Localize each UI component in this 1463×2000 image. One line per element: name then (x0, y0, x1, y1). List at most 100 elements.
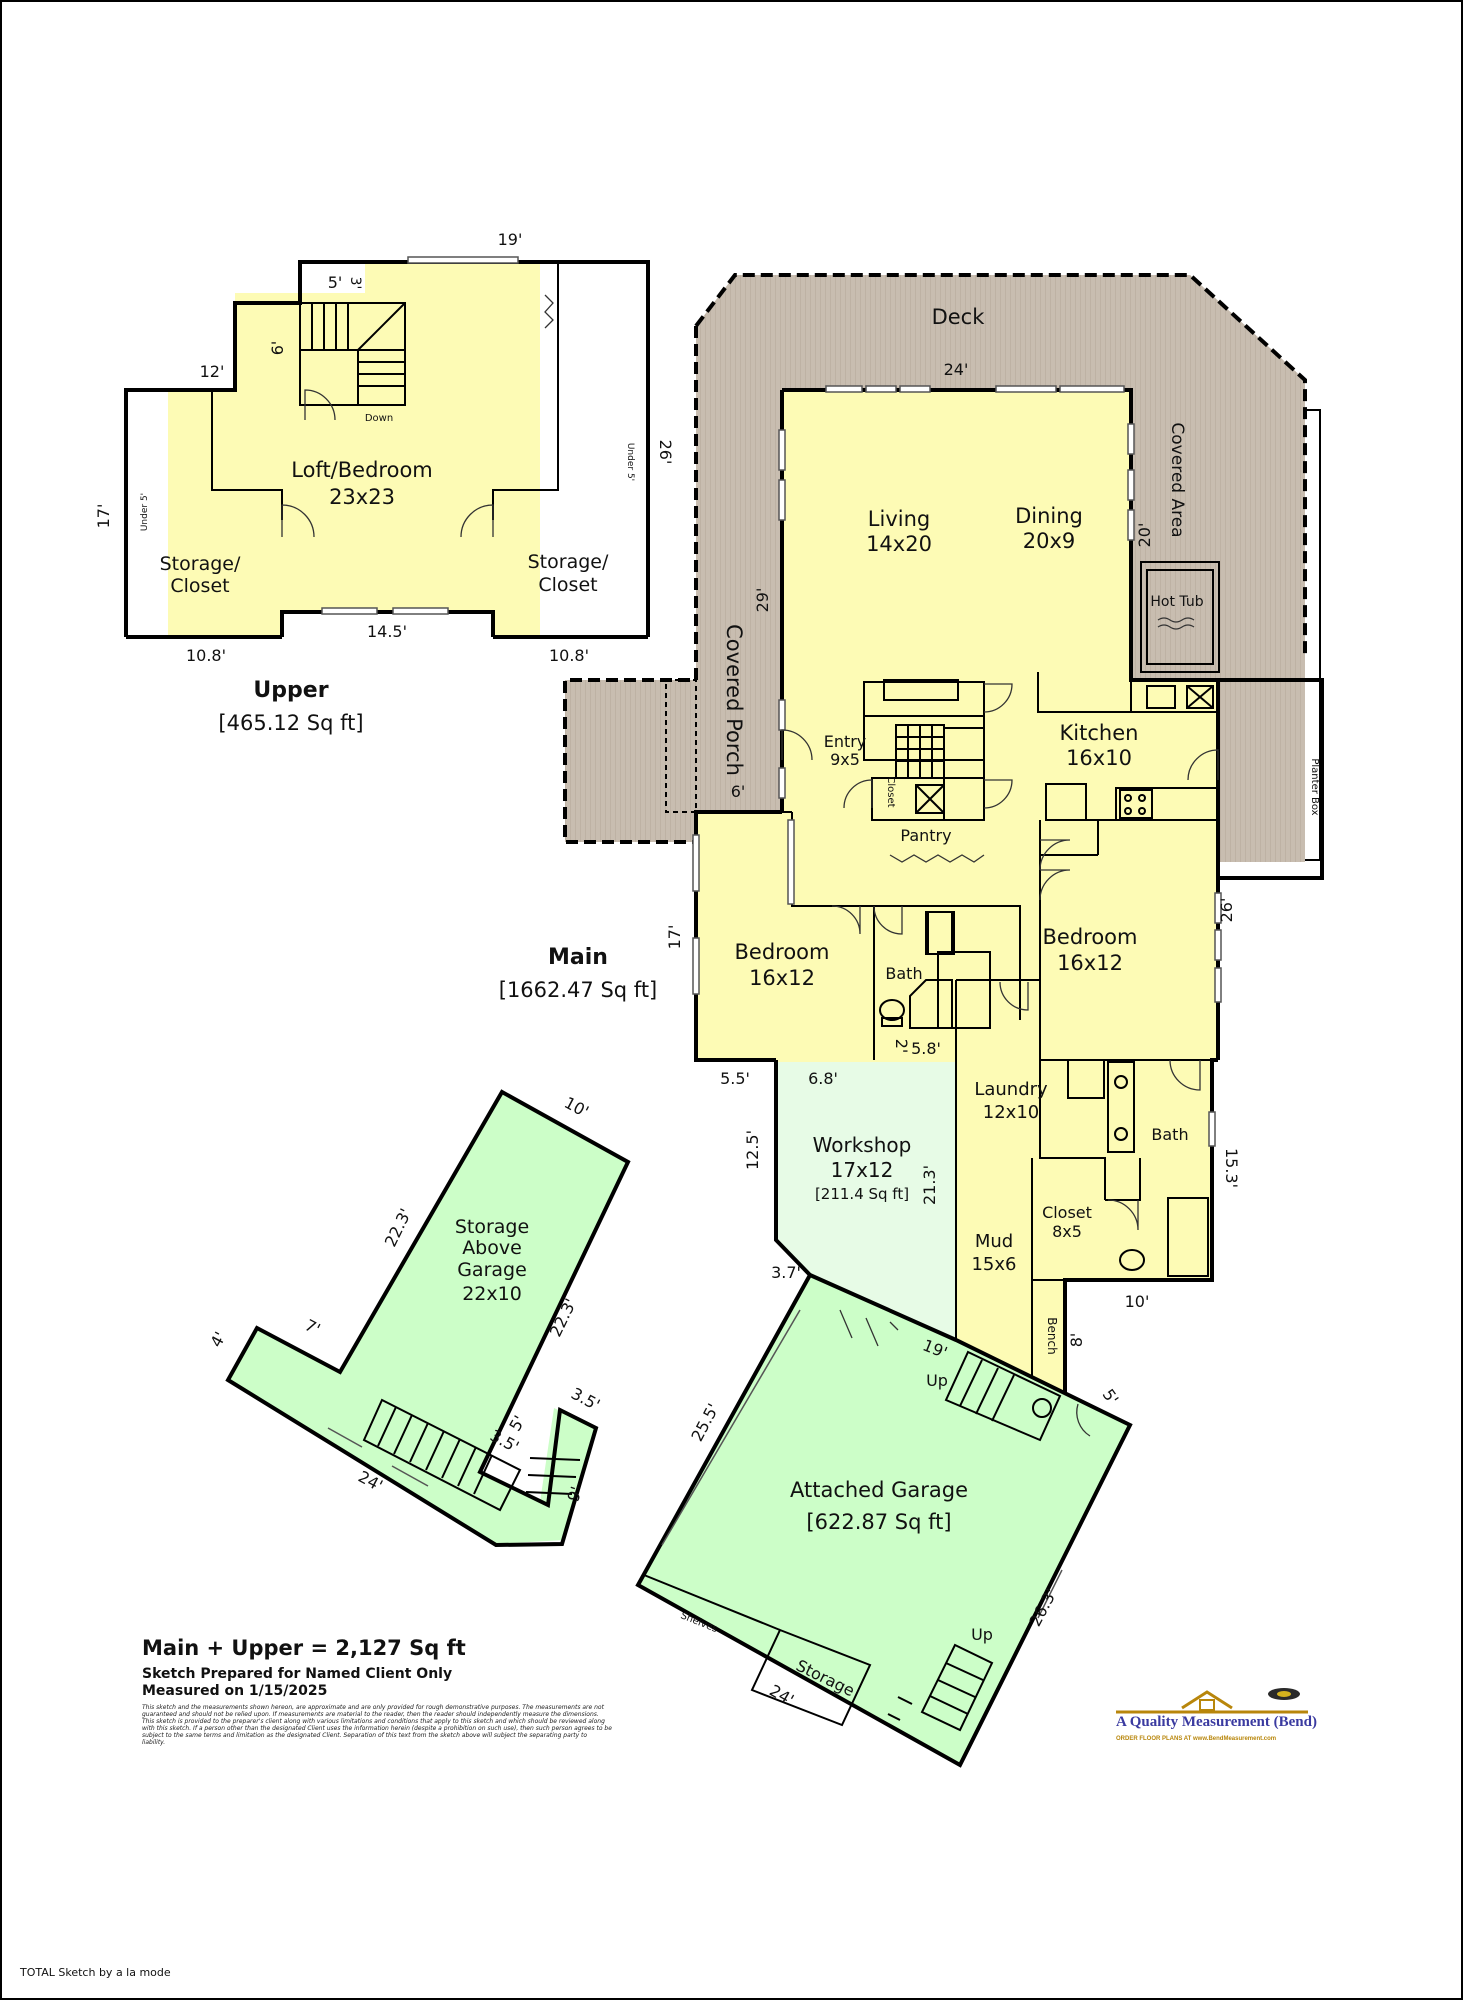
kitchen-name: Kitchen (1060, 721, 1139, 745)
covered-area-label: Covered Area (1167, 422, 1187, 537)
deck-area: Deck Covered Area Covered Porch Planter … (563, 273, 1324, 880)
dim-main-two: 2' (892, 1039, 911, 1054)
main-fill (696, 390, 1218, 1400)
main-title: Main (548, 945, 608, 970)
drain-icon (1032, 1398, 1052, 1418)
workshop-wall (774, 1060, 812, 1277)
living-size: 14x20 (866, 532, 932, 556)
sink-icon (925, 911, 955, 955)
footer-credit: TOTAL Sketch by a la mode (20, 1966, 171, 1979)
closet-small-label: Closet (885, 776, 896, 807)
dim-main-bath-side: 15.3' (1222, 1148, 1241, 1188)
main-area: [1662.47 Sq ft] (499, 978, 658, 1002)
upper-left-wall (124, 388, 212, 637)
garage-name: Attached Garage (790, 1478, 968, 1502)
dim-upper-stair-h: 6' (268, 341, 287, 356)
toilet-icon (1119, 1249, 1145, 1271)
door-swing-icon (1169, 1059, 1201, 1091)
storage-left-line1: Storage/ (160, 553, 241, 575)
storage-above-garage: Storage Above Garage 22x10 10' 22.3' 22.… (206, 1089, 631, 1548)
mud-name: Mud (975, 1231, 1013, 1252)
upper-window-bottom-b (392, 607, 449, 615)
workshop-name: Workshop (813, 1133, 912, 1157)
garage-stairs-top (944, 1350, 1062, 1442)
dim-main-living-h: 29' (753, 588, 772, 613)
bath-right-label: Bath (1151, 1125, 1188, 1144)
covered-porch-label: Covered Porch (722, 624, 746, 776)
bench-label: Bench (1045, 1317, 1059, 1354)
kitchen-size: 16x10 (1066, 746, 1132, 770)
storage-box (750, 1628, 872, 1727)
under-left-label: Under 5' (140, 493, 150, 531)
main-floor: Hot Tub (499, 360, 1241, 1400)
dim-workshop-left: 12.5' (743, 1130, 762, 1170)
garage-up-top: Up (926, 1371, 948, 1390)
storage-above-line2: Above (462, 1237, 522, 1259)
garage-up-bottom: Up (971, 1625, 993, 1644)
dim-main-closet-bottom: 10' (1125, 1292, 1150, 1311)
water-icon (1157, 617, 1195, 623)
vanity-icon (1107, 1061, 1135, 1153)
dim-main-right-h: 26' (1217, 898, 1236, 923)
dim-storage-top: 10' (561, 1093, 592, 1121)
main-stairs (883, 679, 984, 814)
storage-above-line1: Storage (455, 1216, 529, 1238)
attached-garage: Attached Garage [622.87 Sq ft] Up Up She… (635, 1272, 1133, 1768)
fridge-icon (1045, 783, 1087, 821)
stove-icon (1119, 789, 1153, 819)
porch-fill (565, 680, 696, 842)
workshop-size: 17x12 (831, 1158, 894, 1182)
house-logo-icon (1116, 1688, 1308, 1714)
garage-stairs-bottom (887, 1643, 994, 1732)
upper-window-bottom-a (321, 607, 378, 615)
under-right-label: Under 5' (625, 443, 635, 481)
total-area: Main + Upper = 2,127 Sq ft (142, 1636, 466, 1660)
logo-tagline: ORDER FLOOR PLANS AT www.BendMeasurement… (1116, 1736, 1277, 1742)
door-swing-icon (983, 779, 1013, 809)
bifold-door-icon (544, 294, 554, 329)
upper-area: [465.12 Sq ft] (218, 711, 363, 735)
garage-window (1037, 1569, 1063, 1619)
deck-outline (694, 273, 1307, 655)
dim-upper-left-side: 17' (94, 504, 113, 529)
dim-main-bedroom-h: 17' (665, 925, 684, 950)
door-swing-icon (999, 981, 1029, 1011)
dim-upper-top: 19' (498, 230, 523, 249)
loft-size: 23x23 (329, 485, 395, 509)
laundry-size: 12x10 (983, 1102, 1039, 1123)
dishwasher-icon (1186, 685, 1214, 709)
bedroom-right-size: 16x12 (1057, 951, 1123, 975)
dim-main-covered-w: 20' (1135, 523, 1154, 548)
garage-area: [622.87 Sq ft] (806, 1510, 951, 1534)
deck-fill (696, 275, 1305, 862)
dim-upper-bottom-mid: 14.5' (367, 622, 407, 641)
dining-name: Dining (1015, 504, 1083, 528)
upper-stair-treads (300, 302, 406, 405)
storage-above-size: 22x10 (462, 1283, 522, 1305)
storage-above-line3: Garage (457, 1259, 527, 1281)
dim-upper-left-top: 12' (200, 362, 225, 381)
door-swing-icon (460, 504, 494, 538)
washer-icon (1067, 1059, 1105, 1099)
storage-above-fill (228, 1092, 628, 1544)
dim-workshop-right: 21.3' (920, 1165, 939, 1205)
closet-name: Closet (1042, 1203, 1092, 1222)
company-logo: A Quality Measurement (Bend) ORDER FLOOR… (1112, 1686, 1317, 1756)
entry-name: Entry (824, 732, 867, 751)
summary-block: Main + Upper = 2,127 Sq ft Sketch Prepar… (142, 1636, 662, 1746)
storage-left-line2: Closet (170, 575, 229, 597)
dim-storage-left: 22.3' (381, 1205, 416, 1249)
sink-icon (1146, 685, 1176, 709)
garage-wall (635, 1272, 1133, 1768)
door-swing-icon (1039, 839, 1071, 871)
door-swing-icon (1187, 749, 1219, 781)
disclaimer: This sketch and the measurements shown h… (142, 1704, 612, 1746)
hot-tub-label: Hot Tub (1150, 594, 1203, 610)
door-swing-icon (781, 729, 813, 761)
dim-storage-short-left: 4' (206, 1329, 230, 1351)
storage-above-stairs (362, 1398, 581, 1512)
garage-door-icon (839, 1309, 899, 1347)
planter-box-label: Planter Box (1309, 758, 1320, 815)
dim-storage-nine: 9' (563, 1484, 586, 1504)
